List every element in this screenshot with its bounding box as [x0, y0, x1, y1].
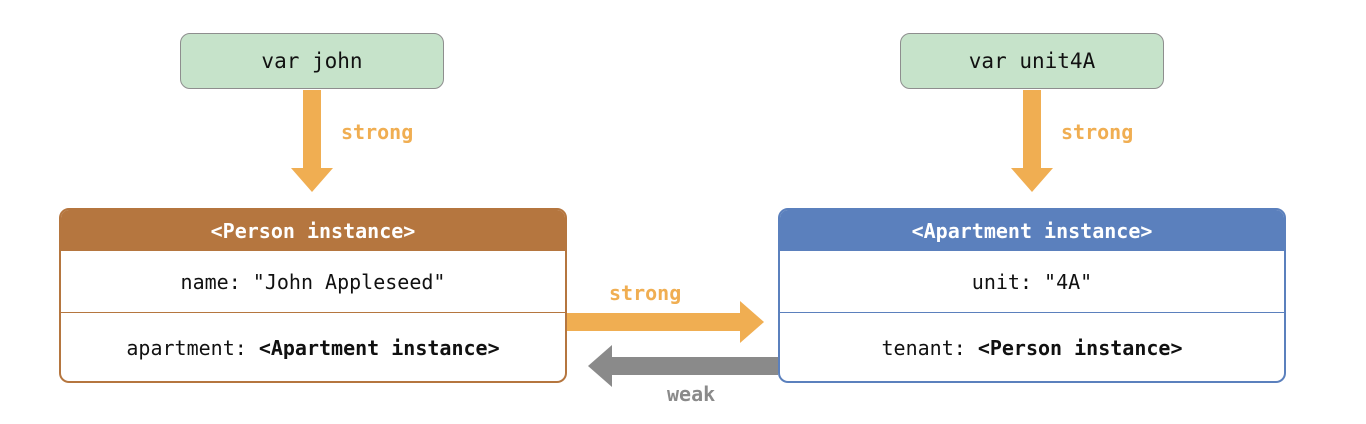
strong-arrow-john: [291, 90, 333, 192]
variable-unit4a-label: var unit4A: [968, 49, 1096, 73]
label-strong-unit4a: strong: [1061, 120, 1134, 144]
person-apartment-value: <Apartment instance>: [258, 335, 500, 360]
person-apartment-key: apartment:: [126, 335, 259, 360]
label-strong-john: strong: [341, 120, 414, 144]
apartment-unit-value: "4A": [1044, 269, 1093, 294]
weak-arrow-apartment-to-person: [588, 345, 778, 387]
apartment-tenant-key: tenant:: [881, 335, 978, 360]
person-name-key: name:: [180, 269, 253, 294]
person-instance-box: <Person instance> name: "John Appleseed"…: [59, 208, 567, 383]
apartment-unit-key: unit:: [971, 269, 1045, 294]
apartment-unit-row: unit: "4A": [780, 251, 1284, 313]
variable-john: var john: [180, 33, 444, 89]
apartment-tenant-row: tenant: <Person instance>: [780, 313, 1284, 381]
strong-arrow-unit4a: [1011, 90, 1053, 192]
apartment-instance-box: <Apartment instance> unit: "4A" tenant: …: [778, 208, 1286, 383]
person-name-row: name: "John Appleseed": [61, 251, 565, 313]
strong-arrow-person-to-apartment: [567, 301, 764, 343]
apartment-tenant-value: <Person instance>: [977, 335, 1183, 360]
person-instance-header: <Person instance>: [61, 210, 565, 251]
variable-unit4a: var unit4A: [900, 33, 1164, 89]
person-name-value: "John Appleseed": [252, 269, 446, 294]
label-strong-person-apartment: strong: [609, 281, 682, 305]
label-weak-apartment-person: weak: [667, 382, 716, 406]
variable-john-label: var john: [261, 49, 363, 73]
apartment-instance-header: <Apartment instance>: [780, 210, 1284, 251]
person-apartment-row: apartment: <Apartment instance>: [61, 313, 565, 381]
